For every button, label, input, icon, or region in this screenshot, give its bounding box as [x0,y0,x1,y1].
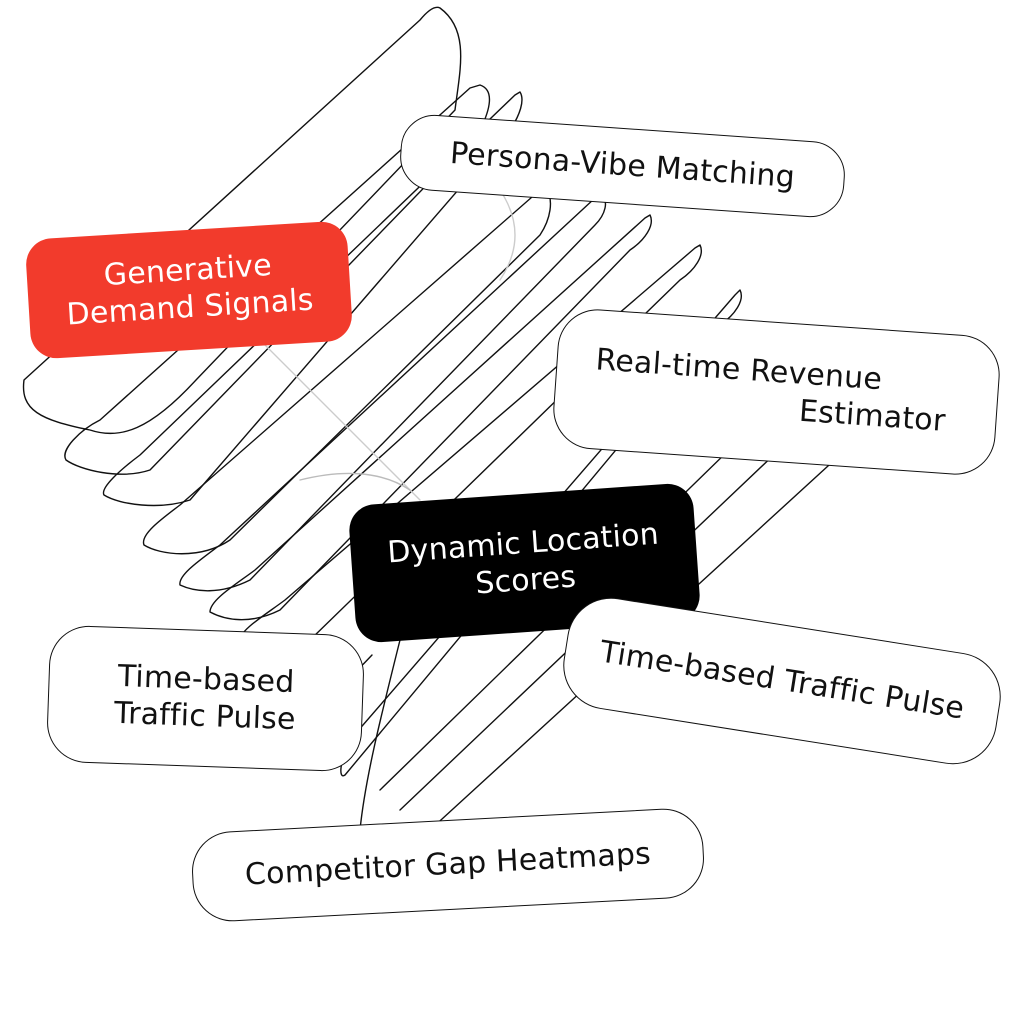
node-label: Competitor Gap Heatmaps [244,836,652,893]
node-label: Persona-Vibe Matching [448,135,797,195]
node-label: Time-based Traffic Pulse [597,634,967,727]
node-label-line2: Traffic Pulse [113,695,297,737]
connector-line [142,184,552,555]
connector-line [299,472,411,491]
connector-line [102,91,523,507]
connector-line [64,84,491,475]
connector-line [22,6,462,435]
connector-line [359,639,401,831]
connector-line [209,214,652,621]
connector-line [249,329,421,501]
node-label-line2: Estimator [797,393,947,439]
node-label-line1: Real-time Revenue [594,342,884,398]
node-generative-demand-signals: Generative Demand Signals [24,220,354,360]
connector-line [179,194,607,592]
node-time-based-traffic-pulse-left: Time-based Traffic Pulse [45,624,366,773]
connector-line [499,189,516,281]
node-label-line1: Time-based [117,658,296,700]
